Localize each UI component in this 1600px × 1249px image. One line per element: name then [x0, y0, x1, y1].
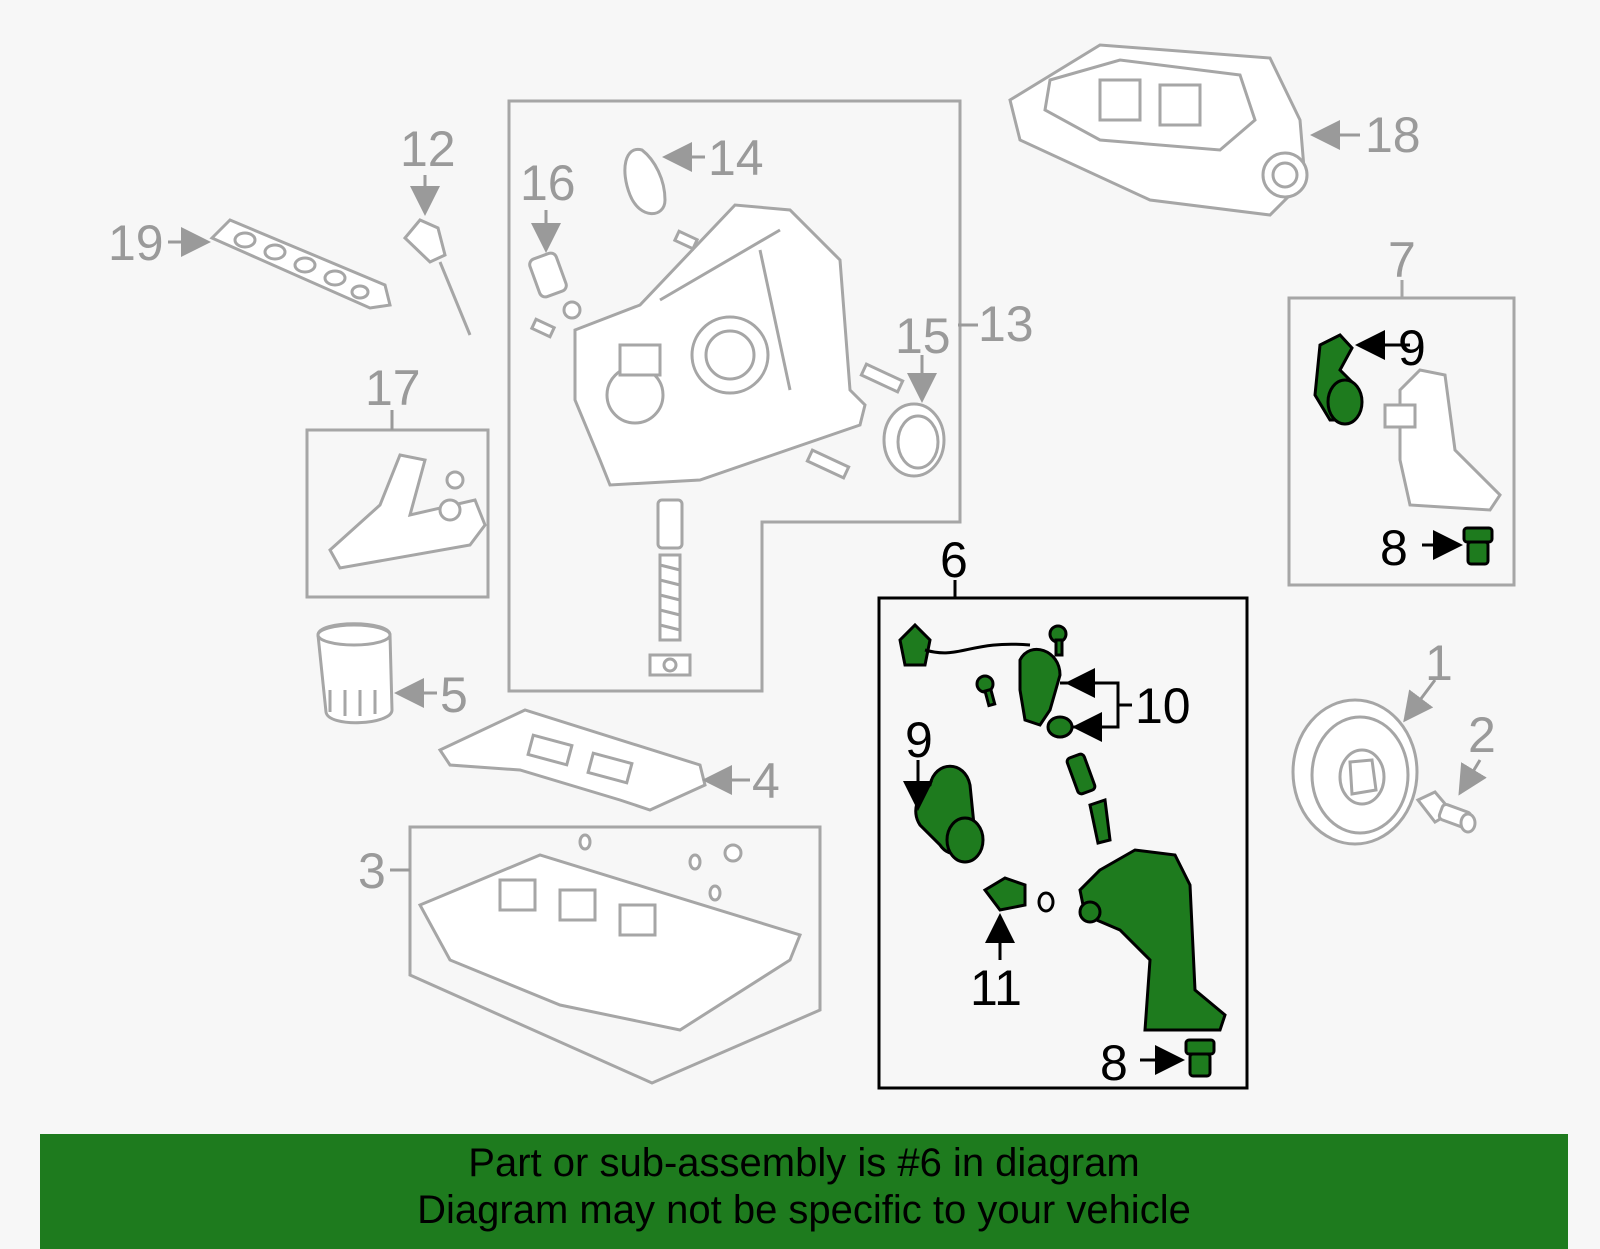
banner-line-1: Part or sub-assembly is #6 in diagram	[468, 1141, 1140, 1185]
callout-9-housing: 9	[1398, 320, 1426, 376]
relief-spring-highlight	[1065, 752, 1112, 845]
callout-3: 3	[358, 843, 386, 899]
pump-gasket-highlight	[914, 764, 985, 864]
intake-manifold-part	[1008, 43, 1309, 217]
wire-harness-highlight	[898, 622, 1074, 739]
dipstick-part	[402, 218, 472, 336]
baffle-plate-part	[437, 708, 707, 812]
bracket-box	[305, 428, 490, 599]
callout-8-housing: 8	[1380, 520, 1408, 576]
front-cover-part	[573, 203, 867, 487]
relief-valve-part	[648, 498, 692, 677]
oil-pan-part	[417, 833, 802, 1032]
callout-5: 5	[440, 667, 468, 723]
callout-11: 11	[970, 960, 1022, 1016]
callout-10: 10	[1135, 678, 1191, 734]
callout-7: 7	[1388, 232, 1416, 288]
callout-9-pump: 9	[905, 712, 933, 768]
callout-15: 15	[895, 308, 951, 364]
plug-highlight-top	[1462, 526, 1494, 566]
callout-16: 16	[520, 155, 576, 211]
banner-line-2: Diagram may not be specific to your vehi…	[417, 1188, 1191, 1232]
oil-filter-part	[316, 622, 394, 725]
sensor-highlight	[982, 876, 1055, 913]
oil-passage-part	[328, 453, 487, 570]
callout-6: 6	[940, 532, 968, 588]
callout-19: 19	[108, 215, 164, 271]
pulley-bolt-part	[1415, 790, 1477, 834]
oil-pan-box	[408, 825, 822, 1085]
parts-diagram: 18 19 12 16	[108, 43, 1516, 1091]
oil-pump-assembly-box	[877, 596, 1249, 1090]
oil-filter-housing-part	[1383, 368, 1502, 512]
o-ring-part	[623, 147, 667, 216]
bolts-part	[529, 229, 905, 480]
front-cover-box	[507, 99, 962, 693]
info-banner: Part or sub-assembly is #6 in diagram Di…	[40, 1134, 1568, 1249]
crank-seal-part	[882, 402, 946, 478]
callout-4: 4	[752, 753, 780, 809]
callout-13: 13	[978, 296, 1034, 352]
callout-2: 2	[1468, 707, 1496, 763]
callout-1: 1	[1425, 635, 1453, 691]
callout-17: 17	[365, 360, 421, 416]
crank-pulley-part	[1291, 698, 1419, 846]
oil-pump-body-highlight	[1078, 848, 1227, 1032]
callout-14: 14	[708, 130, 764, 186]
callout-18: 18	[1365, 107, 1421, 163]
callout-8-pump: 8	[1100, 1035, 1128, 1091]
gasket-part	[209, 218, 392, 310]
callout-12: 12	[400, 121, 456, 177]
plug-highlight-bottom	[1184, 1038, 1216, 1078]
oil-pressure-switch-part	[528, 251, 582, 320]
housing-gasket-highlight	[1313, 333, 1364, 426]
